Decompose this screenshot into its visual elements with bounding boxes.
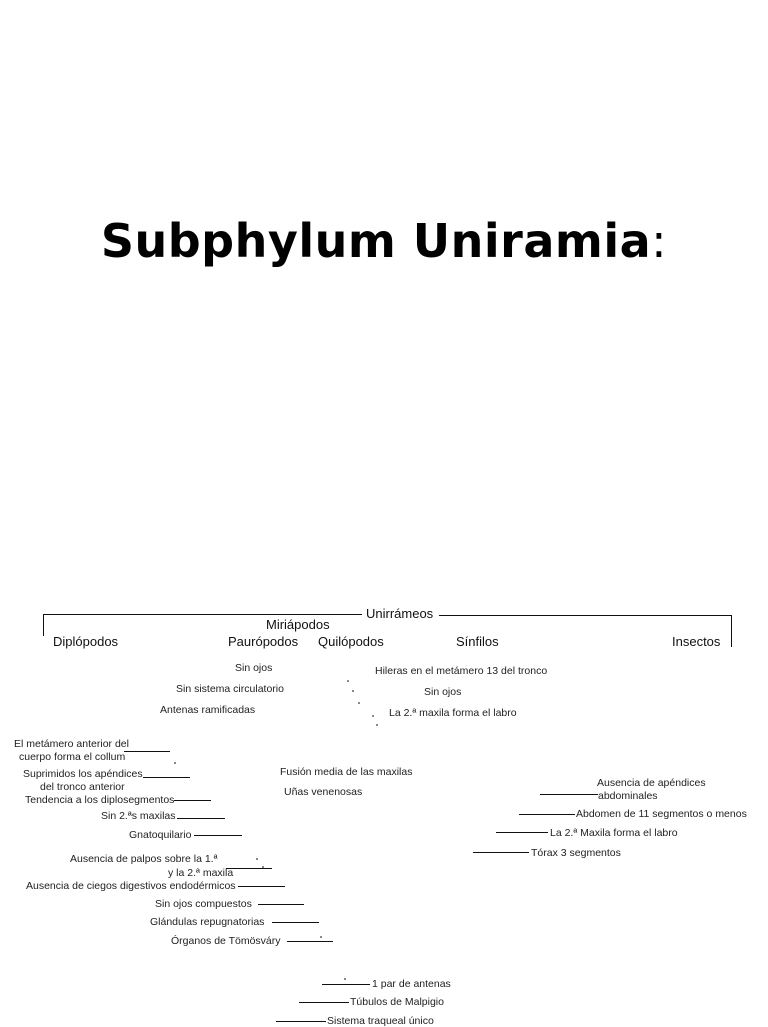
title-colon: : xyxy=(651,214,668,268)
char-maxila-labro-symphyla: La 2.ª maxila forma el labro xyxy=(389,707,517,719)
leader-sin-ojos-compuestos xyxy=(258,904,304,905)
stem-dot xyxy=(256,858,258,860)
char-torax-segmentos: Tórax 3 segmentos xyxy=(531,847,621,859)
char-ausencia-apendices-line2: abdominales xyxy=(598,790,658,802)
leader-metamero xyxy=(124,751,170,752)
leader-palpos xyxy=(226,868,272,869)
root-bracket-left-line xyxy=(44,614,362,615)
char-abdomen-segmentos: Abdomen de 11 segmentos o menos xyxy=(576,808,747,820)
leader-organos xyxy=(287,941,333,942)
char-sin-sistema-circulatorio: Sin sistema circulatorio xyxy=(176,683,284,695)
stem-dot xyxy=(262,866,264,868)
char-sistema-traqueal: Sistema traqueal único xyxy=(327,1015,434,1027)
leader-torax xyxy=(473,852,529,853)
char-suprimidos-line2: del tronco anterior xyxy=(40,781,125,793)
leader-sin-2-maxilas xyxy=(177,818,225,819)
stem-dot xyxy=(352,690,354,692)
char-hileras-metamero: Hileras en el metámero 13 del tronco xyxy=(375,665,548,677)
stem-dot xyxy=(347,680,349,682)
char-maxila-labro-insecta: La 2.ª Maxila forma el labro xyxy=(550,827,678,839)
char-sin-ojos-symphyla: Sin ojos xyxy=(424,686,462,698)
root-bracket-right-end xyxy=(731,615,732,647)
leader-sistema-traqueal xyxy=(276,1021,326,1022)
taxon-quilopodos: Quilópodos xyxy=(318,634,384,649)
leader-suprimidos xyxy=(143,777,190,778)
slide-title: Subphylum Uniramia: xyxy=(0,214,768,268)
root-bracket-left-end xyxy=(43,614,44,636)
char-organos-tomosvary: Órganos de Tömösváry xyxy=(171,935,281,947)
leader-glandulas xyxy=(272,922,319,923)
char-palpos-line2: y la 2.ª maxila xyxy=(168,867,234,879)
stem-dot xyxy=(372,715,374,717)
leader-ausencia-apendices xyxy=(540,794,598,795)
char-diplosegmentos: Tendencia a los diplosegmentos xyxy=(25,794,175,806)
char-sin-ojos-pauropoda: Sin ojos xyxy=(235,662,273,674)
leader-abdomen xyxy=(519,814,575,815)
root-label: Unirrámeos xyxy=(366,606,434,621)
title-text: Subphylum Uniramia xyxy=(100,214,652,268)
leader-maxila-labro-insecta xyxy=(496,832,548,833)
stem-dot xyxy=(358,702,360,704)
leader-tubulos xyxy=(299,1002,349,1003)
char-par-antenas: 1 par de antenas xyxy=(372,978,451,990)
taxon-pauropodos: Paurópodos xyxy=(228,634,299,649)
root-bracket-right-line xyxy=(439,615,732,616)
leader-diplosegmentos xyxy=(174,800,211,801)
taxon-diplopodos: Diplópodos xyxy=(53,634,119,649)
char-palpos-line1: Ausencia de palpos sobre la 1.ª xyxy=(70,853,218,865)
stem-dot xyxy=(376,724,378,726)
char-ausencia-apendices-line1: Ausencia de apéndices xyxy=(597,777,706,789)
taxon-sinfilos: Sínfilos xyxy=(456,634,499,649)
stem-dot xyxy=(174,762,176,764)
group-label: Miriápodos xyxy=(266,617,330,632)
taxon-insectos: Insectos xyxy=(672,634,721,649)
char-metamero-collum-line1: El metámero anterior del xyxy=(14,738,129,750)
char-ciegos-digestivos: Ausencia de ciegos digestivos endodérmic… xyxy=(26,880,236,892)
char-fusion-maxilas: Fusión media de las maxilas xyxy=(280,766,413,778)
stem-dot xyxy=(344,978,346,980)
char-antenas-ramificadas: Antenas ramificadas xyxy=(160,704,256,716)
char-metamero-collum-line2: cuerpo forma el collum xyxy=(19,751,126,763)
char-sin-ojos-compuestos: Sin ojos compuestos xyxy=(155,898,252,910)
char-sin-2-maxilas: Sin 2.ªs maxilas xyxy=(101,810,176,822)
char-glandulas-repugnatorias: Glándulas repugnatorias xyxy=(150,916,265,928)
char-tubulos-malpigio: Túbulos de Malpigio xyxy=(350,996,444,1008)
leader-ciegos xyxy=(238,886,285,887)
char-gnatoquilario: Gnatoquilario xyxy=(129,829,192,841)
leader-gnatoquilario xyxy=(194,835,242,836)
leader-par-antenas xyxy=(322,984,370,985)
char-suprimidos-line1: Suprimidos los apéndices xyxy=(23,768,143,780)
stem-dot xyxy=(320,936,322,938)
char-unas-venenosas: Uñas venenosas xyxy=(284,786,363,798)
